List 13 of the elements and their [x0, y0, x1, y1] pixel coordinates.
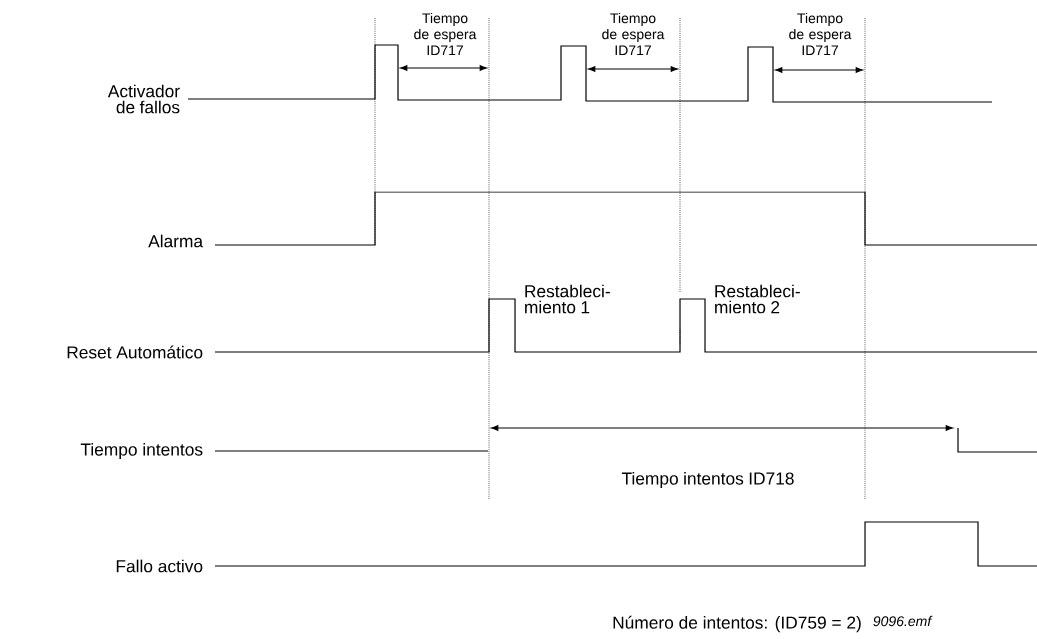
timing-label: Tiempo de espera ID717 — [602, 12, 665, 56]
timing-label: Tiempo de espera ID717 — [789, 12, 852, 56]
pulse-label: Restableci- miento 1 — [525, 284, 610, 314]
timing-label: Tiempo intentos ID718 — [621, 471, 794, 489]
signal-label: Activador de fallos — [107, 84, 180, 114]
signal-label: Fallo activo — [116, 559, 203, 573]
signal-label: Tiempo intentos — [80, 442, 203, 460]
pulse-label: Restableci- miento 2 — [715, 284, 800, 314]
signal-label: Alarma — [148, 234, 204, 248]
file-name: 9096.emf — [873, 615, 933, 627]
timing-label: Tiempo de espera ID717 — [414, 12, 477, 56]
note: Número de intentos: (ID759 = 2) — [613, 615, 861, 633]
signal-label: Reset Automático — [67, 345, 203, 359]
